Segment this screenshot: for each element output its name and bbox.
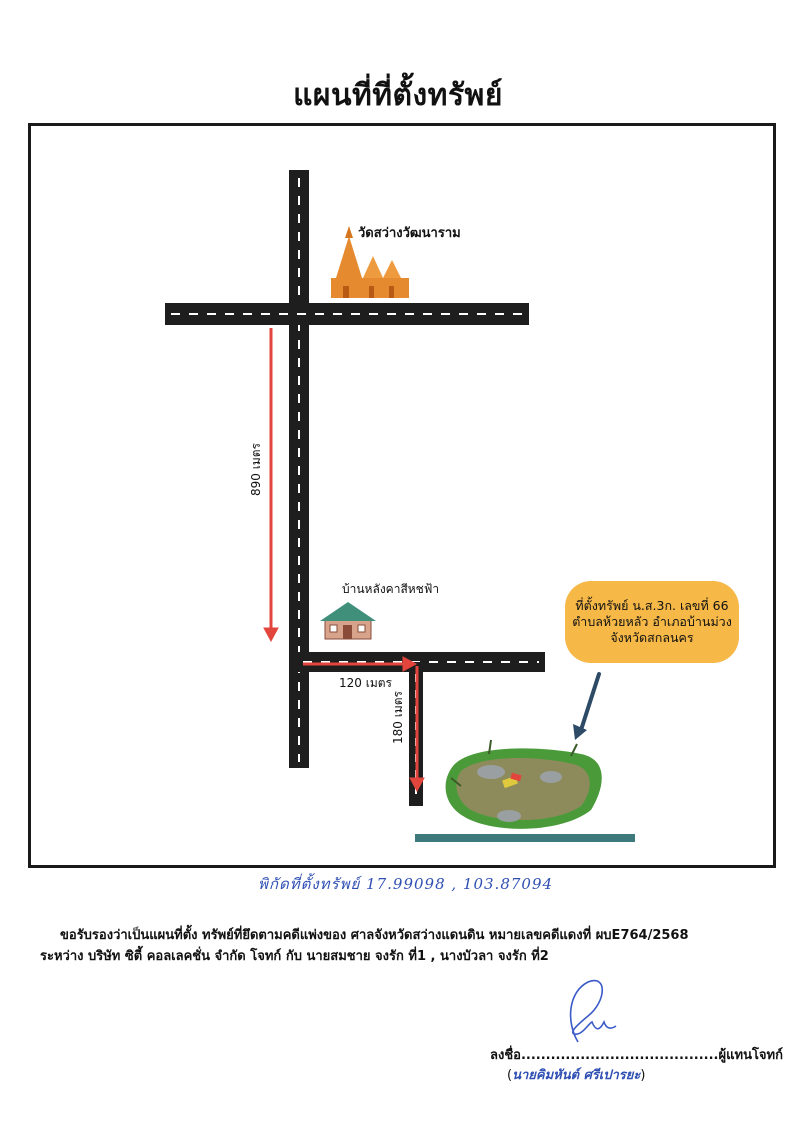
route-arrow-vertical-main <box>263 328 279 643</box>
signer-name: นายคิมหันต์ ศรีเปารยะ <box>512 1068 641 1083</box>
handwritten-coordinates: พิกัดที่ตั้งทรัพย์ 17.99098 , 103.87094 <box>258 875 554 893</box>
temple-icon <box>331 226 409 298</box>
callout-line-3: จังหวัดสกลนคร <box>610 630 694 645</box>
main-road-vertical <box>289 170 309 768</box>
top-road-horizontal <box>165 303 529 325</box>
signer-role: ผู้แทนโจทก์ <box>718 1048 784 1063</box>
handwritten-signature <box>569 979 617 1043</box>
house-label: บ้านหลังคาสีหชฟ้า <box>342 582 440 596</box>
callout-line-1: ที่ตั้งทรัพย์ น.ส.3ก. เลขที่ 66 <box>575 598 729 613</box>
map-drawing <box>165 170 635 842</box>
distance-vertical-branch-label: 180 เมตร <box>390 691 405 744</box>
location-map: วัดสว่างวัฒนาราม บ้านหลังคาสีหชฟ้า 120 เ… <box>28 123 776 868</box>
property-location-callout: ที่ตั้งทรัพย์ น.ส.3ก. เลขที่ 66 ตำบลห้วย… <box>565 581 739 663</box>
open-paren: ( <box>507 1068 513 1083</box>
temple-label: วัดสว่างวัฒนาราม <box>358 226 461 241</box>
sign-prefix: ลงชื่อ <box>490 1048 521 1063</box>
land-plot-icon <box>415 739 635 842</box>
close-paren: ) <box>640 1068 646 1083</box>
certification-line-1: ขอรับรองว่าเป็นแผนที่ตั้ง ทรัพย์ที่ยึดตา… <box>60 928 689 943</box>
pointer-arrow-icon <box>573 672 601 740</box>
distance-vertical-main-label: 890 เมตร <box>248 443 263 496</box>
sign-dots: ........................................ <box>520 1048 719 1063</box>
callout-line-2: ตำบลห้วยหลัว อำเภอบ้านม่วง <box>572 614 732 629</box>
certification-text: ขอรับรองว่าเป็นแผนที่ตั้ง ทรัพย์ที่ยึดตา… <box>40 925 780 967</box>
route-arrow-horizontal <box>303 656 418 672</box>
page-title: แผนที่ที่ตั้งทรัพย์ <box>293 78 503 113</box>
certification-line-2: ระหว่าง บริษัท ซิตี้ คอลเลคชั่น จำกัด โจ… <box>40 949 549 964</box>
signer-name-line: (นายคิมหันต์ ศรีเปารยะ) <box>507 1064 645 1085</box>
distance-horizontal-label: 120 เมตร <box>339 676 392 690</box>
signature-line: ลงชื่อ..................................… <box>490 1044 783 1065</box>
route-arrow-vertical-branch <box>409 666 425 793</box>
house-icon <box>320 602 376 640</box>
